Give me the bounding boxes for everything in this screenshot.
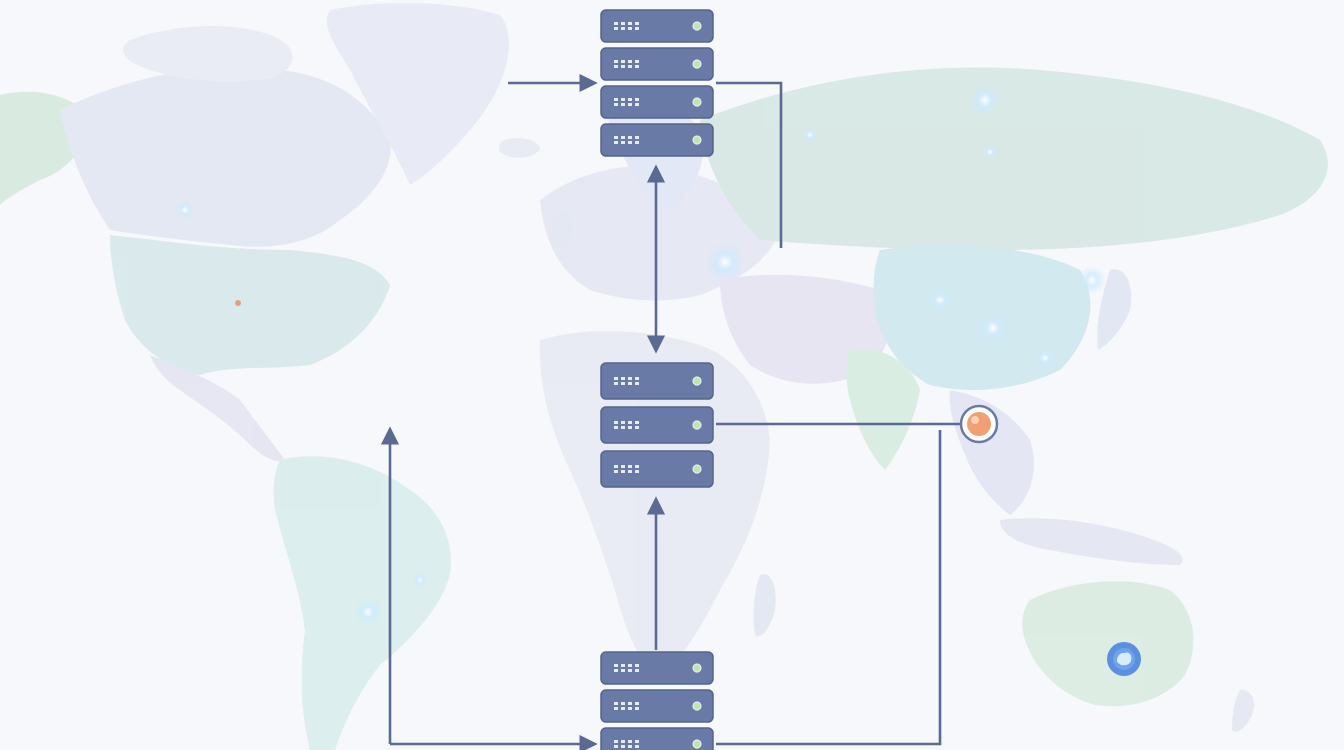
server-unit bbox=[600, 727, 714, 750]
glow-point bbox=[705, 242, 745, 282]
server-unit bbox=[600, 651, 714, 685]
glow-point bbox=[969, 84, 1001, 116]
glow-point bbox=[1078, 266, 1106, 294]
land-arctic-islands bbox=[122, 25, 293, 82]
land-middle-east bbox=[720, 274, 891, 384]
land-usa bbox=[110, 235, 390, 375]
land-canada bbox=[60, 67, 391, 247]
server-unit bbox=[600, 9, 714, 43]
connector-top-server-right bbox=[716, 81, 783, 248]
land-india bbox=[846, 349, 920, 470]
connector-right-loop-to-bottom bbox=[716, 430, 942, 746]
land-russia bbox=[700, 67, 1328, 250]
map-glow-points bbox=[175, 84, 1106, 626]
server-stacks bbox=[600, 9, 714, 750]
server-unit bbox=[600, 123, 714, 157]
glow-point bbox=[982, 144, 998, 160]
glow-point bbox=[928, 288, 952, 312]
origin-location-pin-icon bbox=[959, 404, 999, 444]
land-central-america bbox=[150, 355, 285, 462]
land-australia bbox=[1022, 581, 1194, 707]
server-unit bbox=[600, 450, 714, 488]
land-southeast-asia bbox=[949, 390, 1034, 515]
land-japan bbox=[1097, 269, 1132, 350]
server-unit bbox=[600, 47, 714, 81]
glow-point bbox=[802, 127, 818, 143]
server-unit bbox=[600, 85, 714, 119]
connection-lines bbox=[380, 73, 964, 750]
land-uk bbox=[549, 211, 573, 247]
glow-point bbox=[235, 300, 241, 306]
glow-point bbox=[354, 598, 382, 626]
destination-location-pin-icon bbox=[1107, 642, 1141, 676]
server-unit bbox=[600, 406, 714, 444]
glow-point bbox=[977, 312, 1009, 344]
glow-point bbox=[412, 572, 428, 588]
land-iceland bbox=[499, 138, 540, 158]
server-stack-bottom bbox=[600, 651, 714, 750]
server-stack-top bbox=[600, 9, 714, 157]
glow-point bbox=[175, 200, 195, 220]
land-new-zealand bbox=[1232, 689, 1255, 732]
land-greenland bbox=[326, 3, 509, 186]
server-unit bbox=[600, 362, 714, 400]
glow-point bbox=[1035, 348, 1055, 368]
land-madagascar bbox=[753, 574, 776, 637]
server-stack-middle bbox=[600, 362, 714, 488]
server-unit bbox=[600, 689, 714, 723]
land-indonesia bbox=[1000, 518, 1183, 565]
